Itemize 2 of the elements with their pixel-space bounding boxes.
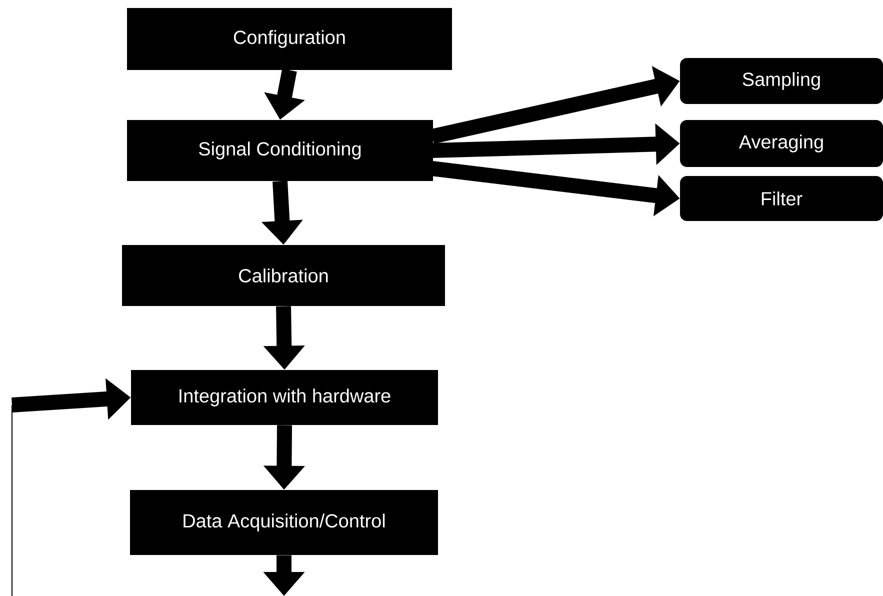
node-label: Signal Conditioning — [199, 142, 361, 160]
process-box: Configuration — [127, 8, 452, 70]
